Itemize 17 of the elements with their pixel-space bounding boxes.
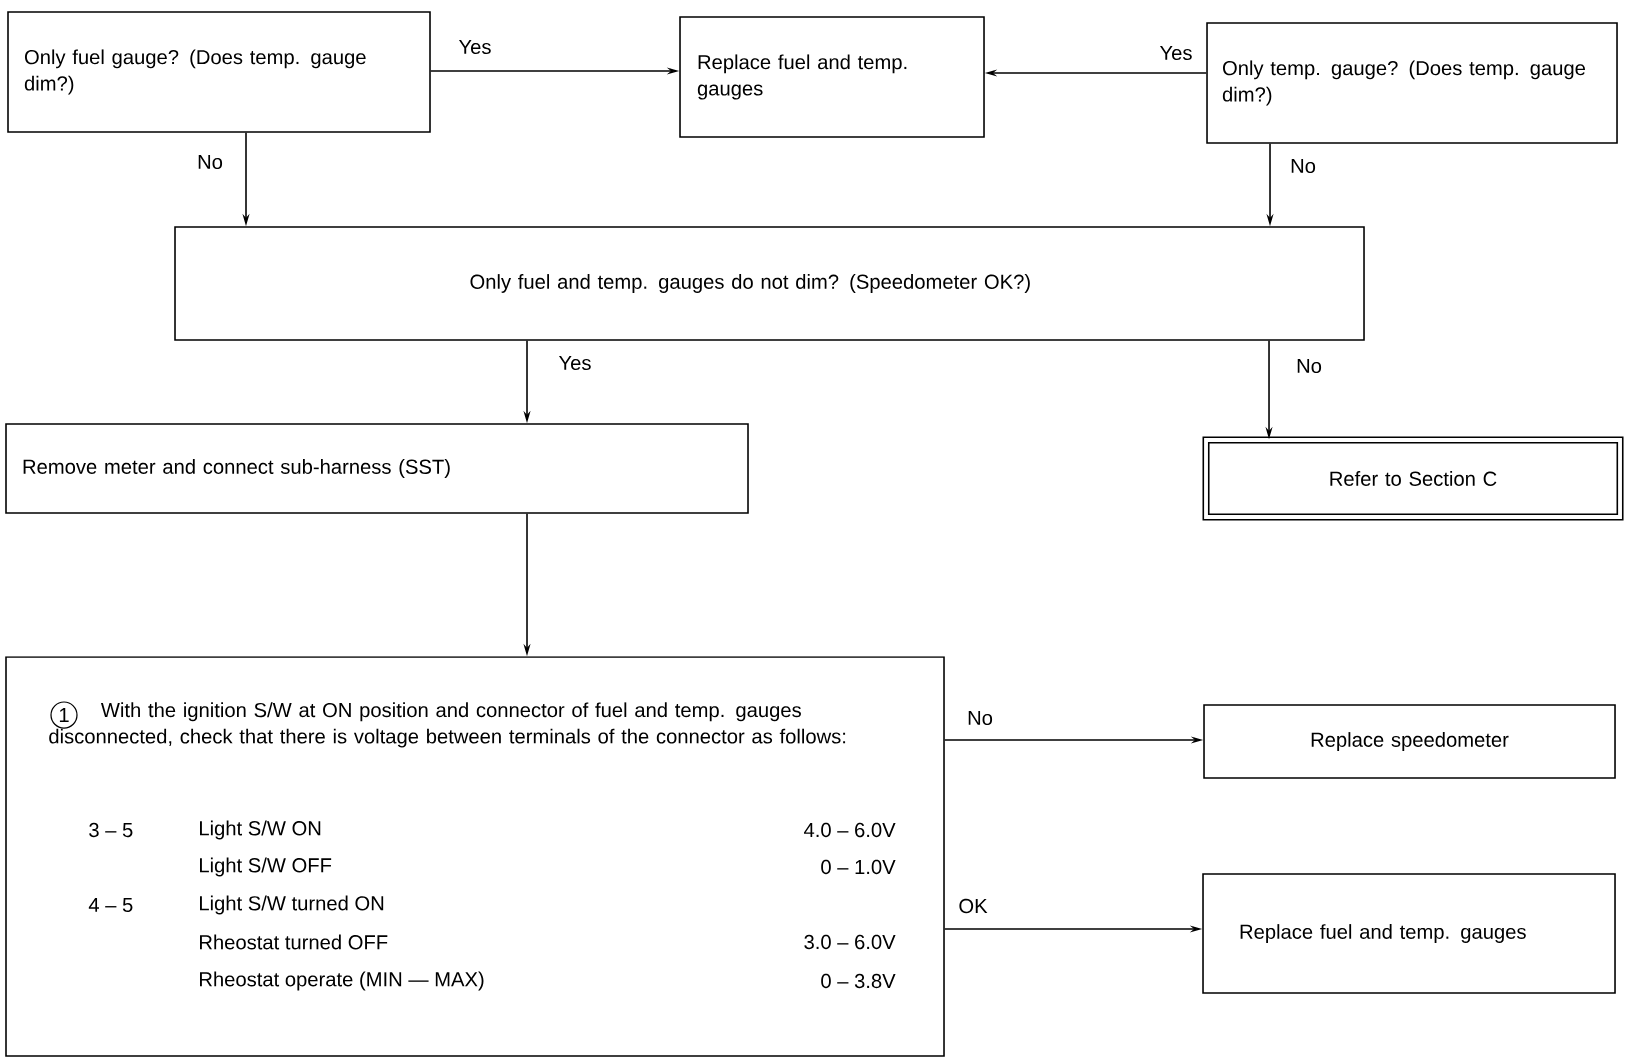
edge-label: Yes bbox=[556, 354, 594, 372]
edge-label: No bbox=[965, 709, 995, 727]
process-box: Only fuel gauge? (Does temp. gauge dim?) bbox=[7, 11, 431, 133]
edge-label: No bbox=[195, 153, 225, 171]
edge-label: No bbox=[1294, 357, 1324, 375]
check-box: 1 With the ignition S/W at ON position and connector of fuel and temp. gauges disconnected, check that there is voltage between terminals of the connector as follows: 3 – 5 Light S/W ON 4.0 – 6.0V Light S/W OFF 0 – 1.0V 4 – 5 Light S/W turned ON Rheostat turned OFF 3.0 – 6.0V Rheostat operate (MIN — MAX) 0 – 3.8V bbox=[5, 656, 945, 1057]
process-box: Replace fuel and temp. gauges bbox=[1202, 873, 1616, 994]
process-box: Only fuel and temp. gauges do not dim? (Speedometer OK?) bbox=[174, 226, 1365, 341]
edge-label: OK bbox=[956, 897, 990, 915]
process-box: Remove meter and connect sub-harness (SST) bbox=[5, 423, 749, 514]
process-box: Replace speedometer bbox=[1203, 704, 1616, 779]
process-box: Only temp. gauge? (Does temp. gauge dim?) bbox=[1206, 22, 1618, 144]
process-box: Replace fuel and temp. gauges bbox=[679, 16, 985, 138]
edge-label: Yes bbox=[456, 38, 494, 56]
process-box: Refer to Section C bbox=[1202, 436, 1624, 521]
edge-label: No bbox=[1288, 157, 1318, 175]
edge-label: Yes bbox=[1157, 44, 1195, 62]
